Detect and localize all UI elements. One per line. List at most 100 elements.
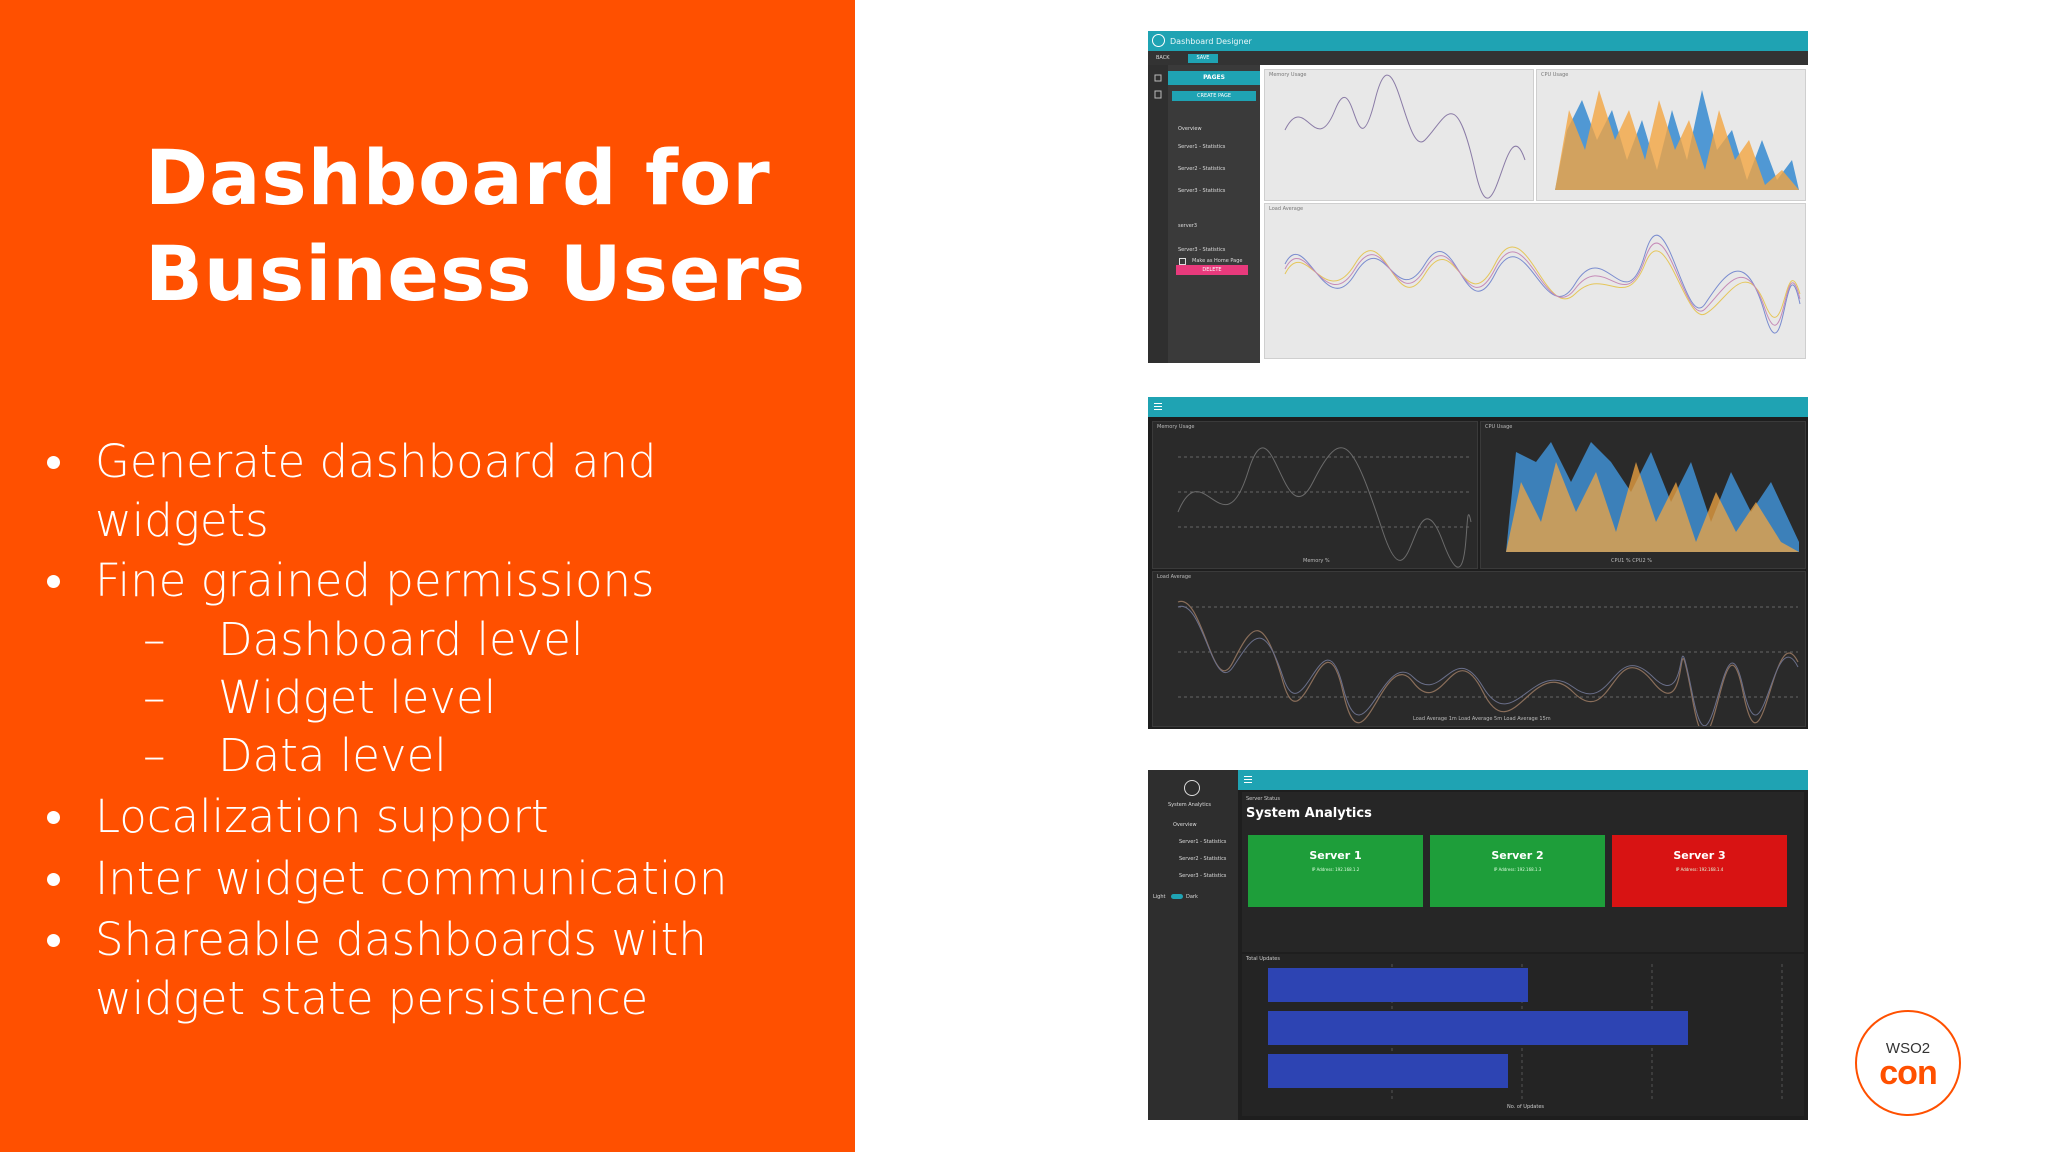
home-page-checkbox-label: Make as Home Page [1192, 258, 1243, 264]
theme-dark-label: Dark [1186, 894, 1198, 900]
theme-toggle[interactable] [1171, 894, 1183, 899]
dashboard-screenshot: Memory Usage Memory % CPU Usage CPU1 % C… [1148, 397, 1808, 729]
bullet-dot-icon [47, 811, 60, 824]
bullet-text: Dashboard level [218, 613, 584, 666]
designer-app-bar [1148, 31, 1808, 51]
back-button[interactable]: BACK [1156, 55, 1170, 61]
theme-light-label: Light [1153, 894, 1166, 900]
widget-memory-usage[interactable]: Memory Usage [1264, 69, 1534, 201]
dash-icon: – [143, 613, 166, 666]
panel-memory-usage[interactable]: Memory Usage Memory % [1152, 421, 1478, 569]
analytics-screenshot: System Analytics Overview Server1 - Stat… [1148, 770, 1808, 1120]
load-1m-line [1177, 600, 1799, 729]
panel-title: Memory Usage [1157, 424, 1195, 430]
panel-title: Load Average [1157, 574, 1192, 580]
rail-icons [1154, 74, 1162, 99]
load-15m-line [1284, 242, 1801, 326]
server-ip: IP Address: 192.168.1.2 [1311, 867, 1360, 872]
panel-load-average[interactable]: Load Average Load Average 1m Load Averag… [1152, 571, 1806, 729]
create-page-button[interactable]: CREATE PAGE [1172, 91, 1256, 101]
title-line-2: Business Users [145, 229, 807, 318]
title-line-1: Dashboard for [145, 133, 771, 222]
panel-cpu-usage[interactable]: CPU Usage CPU1 % CPU2 % [1480, 421, 1806, 569]
chart-legend: No. of Updates [1507, 1104, 1545, 1110]
panel-title: Total Updates [1246, 956, 1280, 962]
page-icon[interactable] [1154, 90, 1162, 99]
server-ip: IP Address: 192.168.1.4 [1675, 867, 1724, 872]
server-name: Server 1 [1309, 849, 1362, 862]
designer-canvas: Memory Usage CPU Usage Load Average [1260, 65, 1808, 363]
widget-load-average[interactable]: Load Average [1264, 203, 1806, 359]
widget-title: Memory Usage [1269, 72, 1307, 78]
nav-item-overview[interactable]: Overview [1173, 822, 1197, 828]
designer-icon-rail [1148, 65, 1168, 363]
analytics-main: Server Status System Analytics Server 1 … [1238, 770, 1808, 1120]
bullet-text: Data level [218, 729, 447, 782]
save-button[interactable]: SAVE [1188, 54, 1218, 63]
widget-title: Load Average [1269, 206, 1304, 212]
server-name: Server 3 [1673, 849, 1726, 862]
load-1m-line [1284, 234, 1801, 334]
nav-item-server3[interactable]: Server3 - Statistics [1178, 188, 1226, 194]
server-name: Server 2 [1491, 849, 1544, 862]
home-page-checkbox[interactable] [1179, 258, 1186, 265]
server-card-3[interactable]: Server 3 IP Address: 192.168.1.4 [1612, 835, 1787, 907]
bullet-text: Inter widget communication [95, 852, 728, 905]
nav-item-overview[interactable]: Overview [1178, 126, 1202, 132]
bullet-text: Shareable dashboards with [95, 913, 707, 966]
cpu-area-chart-dark [1506, 442, 1799, 552]
cpu2-area [1506, 462, 1799, 552]
nav-item-server3[interactable]: Server3 - Statistics [1179, 873, 1227, 879]
pages-sidebar [1168, 65, 1260, 363]
designer-title: Dashboard Designer [1170, 37, 1252, 46]
wso2con-logo: WSO2 con [1855, 1010, 1961, 1116]
bullet-text: widgets [95, 494, 269, 547]
widget-title: CPU Usage [1541, 72, 1569, 78]
nav-item-server1[interactable]: Server1 - Statistics [1179, 839, 1227, 845]
analytics-heading: System Analytics [1246, 806, 1372, 821]
nav-item-server2[interactable]: Server2 - Statistics [1178, 166, 1226, 172]
menu-icon[interactable] [1154, 403, 1162, 404]
memory-line-chart [1284, 74, 1526, 199]
bar-server-3 [1268, 1054, 1508, 1088]
app-name: System Analytics [1168, 802, 1211, 808]
analytics-sidebar: System Analytics Overview Server1 - Stat… [1148, 770, 1238, 1120]
logo-wso2-text: WSO2 [1885, 1040, 1931, 1057]
chart-legend: Load Average 1m Load Average 5m Load Ave… [1413, 716, 1551, 722]
analytics-app-bar [1238, 770, 1808, 790]
logo-con-text: con [1879, 1054, 1937, 1092]
chart-legend: CPU1 % CPU2 % [1611, 558, 1652, 564]
nav-item-server2[interactable]: Server2 - Statistics [1179, 856, 1227, 862]
delete-button[interactable]: DELETE [1176, 265, 1248, 275]
memory-series-line [1284, 74, 1526, 199]
page-name-field[interactable]: Server3 - Statistics [1178, 247, 1226, 253]
designer-toolbar [1148, 51, 1808, 65]
nav-item-server1[interactable]: Server1 - Statistics [1178, 144, 1226, 150]
bullet-text: Fine grained permissions [95, 554, 655, 607]
bullet-text: Widget level [218, 671, 497, 724]
server-card-1[interactable]: Server 1 IP Address: 192.168.1.2 [1248, 835, 1423, 907]
server-ip: IP Address: 192.168.1.3 [1493, 867, 1542, 872]
url-field[interactable]: server3 [1178, 223, 1198, 229]
memory-line-chart-dark [1177, 447, 1472, 568]
bullet-dot-icon [47, 456, 60, 469]
app-logo-icon [1184, 780, 1200, 796]
bar-server-1 [1268, 968, 1528, 1002]
dash-icon: – [143, 729, 166, 782]
widget-cpu-usage[interactable]: CPU Usage [1536, 69, 1806, 201]
app-logo-icon [1152, 34, 1165, 47]
cpu-area-chart [1555, 90, 1799, 190]
chart-legend: Memory % [1303, 558, 1330, 564]
cpu2-area [1555, 90, 1799, 190]
bar-server-2 [1268, 1011, 1688, 1045]
bullet-dot-icon [47, 934, 60, 947]
load-line-chart [1284, 234, 1801, 334]
bullet-text: Localization support [95, 790, 549, 843]
menu-icon[interactable] [1244, 776, 1252, 777]
grid-icon[interactable] [1154, 74, 1162, 82]
load-5m-line [1177, 606, 1799, 727]
server-card-2[interactable]: Server 2 IP Address: 192.168.1.3 [1430, 835, 1605, 907]
load-line-chart-dark [1177, 600, 1799, 729]
designer-screenshot: Dashboard Designer BACK SAVE PAGES CREAT… [1148, 31, 1808, 363]
panel-title: CPU Usage [1485, 424, 1513, 430]
